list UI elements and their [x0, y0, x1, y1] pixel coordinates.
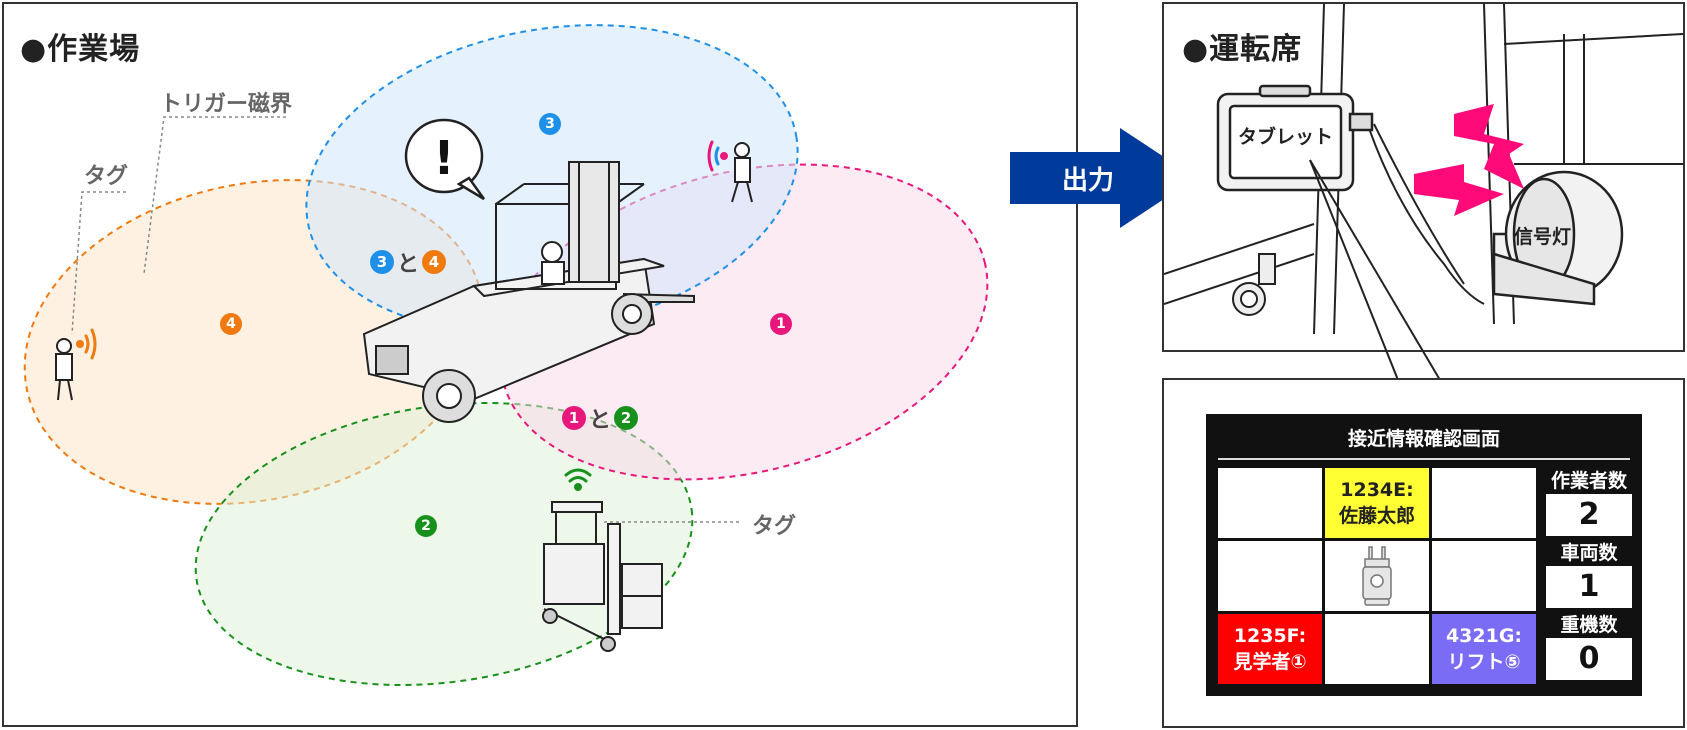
signal-light-device [1492, 170, 1624, 306]
overlap-3-badge: 3 [370, 250, 394, 274]
screen-panel: 接近情報確認画面 1234E:佐藤太郎 [1162, 378, 1685, 728]
worker-left-signal-icon [76, 328, 97, 360]
overlap-1-2-joiner: と [589, 408, 612, 433]
cab-panel: ●運転席 タブレット 信号灯 [1162, 2, 1685, 352]
forklift-large-illustration [362, 161, 695, 423]
heavy-machine-count-label: 重機数 [1560, 614, 1618, 636]
cab-title: ●運転席 [1182, 32, 1303, 67]
grid-cell-4 [1218, 541, 1322, 611]
tag-left-leader-line [71, 191, 126, 335]
worker-right-signal-icon [707, 140, 728, 172]
output-arrow-icon [1010, 128, 1196, 228]
display-divider [1218, 458, 1630, 460]
work-area-title: ●作業場 [20, 32, 141, 67]
overlap-2-badge: 2 [614, 406, 639, 430]
vehicle-count-label: 車両数 [1560, 542, 1618, 564]
forklift-topview-icon [1362, 546, 1392, 606]
trigger-field-label: トリガー磁界 [160, 92, 293, 117]
grid-cell-6 [1432, 541, 1536, 611]
output-arrow-label: 出力 [1062, 166, 1115, 196]
alert-symbol: ! [434, 131, 455, 185]
grid-cell-2: 1234E:佐藤太郎 [1325, 468, 1429, 538]
wifi-signal-icon [564, 468, 592, 491]
worker-count-label: 作業者数 [1550, 470, 1627, 492]
grid-cell-9: 4321G:リフト⑤ [1432, 614, 1536, 684]
overlap-1-2-label: 1 と 2 [562, 402, 639, 434]
proximity-display: 接近情報確認画面 1234E:佐藤太郎 [1206, 414, 1642, 696]
zone-1-badge: 1 [770, 313, 792, 335]
tag-label-bottom: タグ [752, 514, 797, 539]
overlap-3-4-joiner: と [397, 252, 420, 277]
forklift-small-illustration [542, 501, 663, 652]
grid-cell-center [1325, 541, 1429, 611]
zones-diagram: ! [23, 24, 989, 687]
worker-count-value: 2 [1546, 494, 1632, 536]
trigger-leader-line [143, 116, 286, 275]
tag-label-left: タグ [84, 164, 129, 189]
vehicle-count-value: 1 [1546, 566, 1632, 608]
overlap-4-badge: 4 [422, 250, 447, 274]
zone-2-badge: 2 [415, 515, 437, 537]
grid-cell-8 [1325, 614, 1429, 684]
alert-bubble: ! [404, 118, 486, 201]
overlap-3-4-label: 3 と 4 [370, 246, 447, 278]
heavy-machine-count-value: 0 [1546, 638, 1632, 680]
grid-cell-3 [1432, 468, 1536, 538]
worker-left-illustration [55, 338, 73, 401]
work-area-panel: ●作業場 [2, 2, 1078, 727]
grid-cell-1 [1218, 468, 1322, 538]
proximity-grid: 1234E:佐藤太郎 1235F:見学者① 4321G: [1218, 468, 1536, 684]
zone-3-badge: 3 [539, 113, 561, 135]
grid-cell-7: 1235F:見学者① [1218, 614, 1322, 684]
tablet-label: タブレット [1238, 126, 1334, 148]
worker-right-illustration [731, 142, 753, 203]
display-title: 接近情報確認画面 [1347, 428, 1500, 450]
signal-light-label: 信号灯 [1514, 226, 1572, 248]
zone-4-badge: 4 [220, 313, 242, 335]
overlap-1-badge: 1 [562, 406, 586, 430]
